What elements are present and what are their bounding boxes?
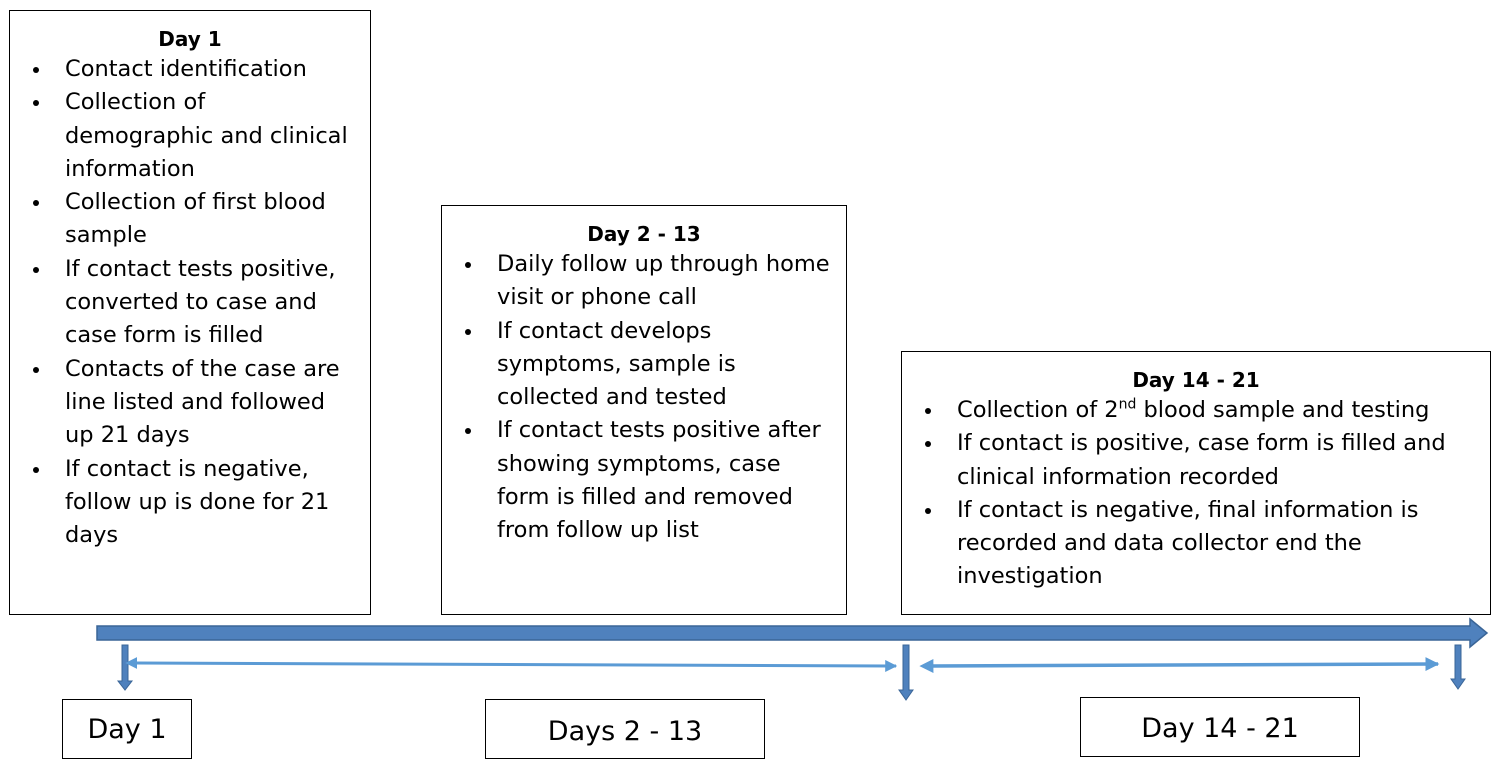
tick-day13-arrow [898,644,914,701]
tick-day1-arrow [116,644,134,691]
bullet-item: If contact is negative, final informatio… [902,494,1470,594]
timeline-label-day14-21: Day 14 - 21 [1080,697,1360,757]
bullet-item: Contacts of the case are line listed and… [10,353,358,453]
bullet-item: If contact tests positive after showing … [442,414,834,547]
timeline-label-days2-13: Days 2 - 13 [485,699,765,759]
day1-box-title: Day 1 [158,27,222,51]
day2-13-box-title: Day 2 - 13 [587,222,701,246]
bullet-item: If contact develops symptoms, sample is … [442,315,834,415]
main-timeline-arrow [96,617,1489,649]
day1-bullet-list: Contact identification Collection of dem… [10,53,370,552]
day1-box: Day 1 Contact identification Collection … [9,10,371,615]
bullet-item: If contact is positive, case form is fil… [902,427,1470,494]
bullet-item: If contact is negative, follow up is don… [10,453,358,553]
bullet-item: Contact identification [10,53,358,86]
bullet-item: Daily follow up through home visit or ph… [442,248,834,315]
bullet-item: Collection of demographic and clinical i… [10,86,358,186]
tick-day21-arrow [1450,644,1466,690]
bullet-item: Collection of first blood sample [10,186,358,253]
timeline-label-day1: Day 1 [62,699,192,759]
bullet-item: Collection of 2nd blood sample and testi… [902,394,1470,427]
day2-13-bullet-list: Daily follow up through home visit or ph… [442,248,846,548]
span-arrow-days2-13 [125,657,898,672]
day2-13-box: Day 2 - 13 Daily follow up through home … [441,205,847,615]
day14-21-box: Day 14 - 21 Collection of 2nd blood samp… [901,351,1491,615]
span-arrow-days14-21 [919,657,1440,673]
bullet-item: If contact tests positive, converted to … [10,253,358,353]
day14-21-bullet-list: Collection of 2nd blood sample and testi… [902,394,1490,594]
day14-21-box-title: Day 14 - 21 [1132,368,1260,392]
